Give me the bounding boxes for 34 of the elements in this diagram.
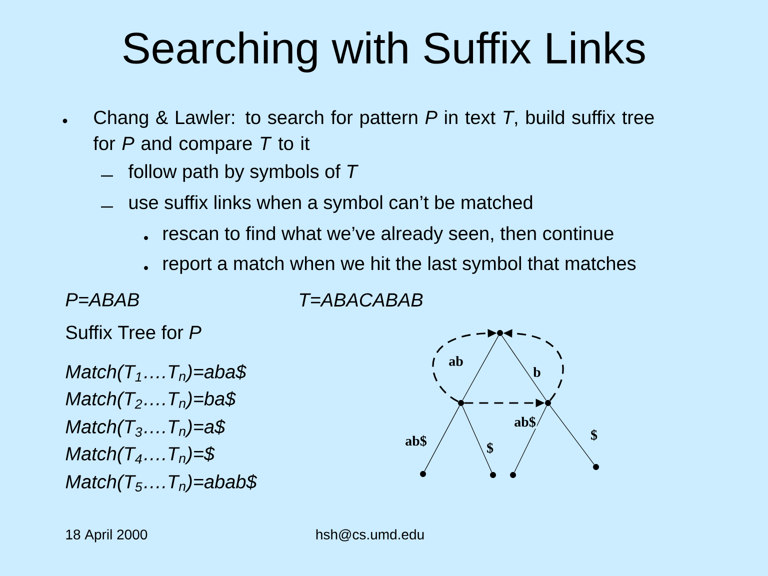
tree-edge — [424, 406, 460, 472]
tree-node — [490, 472, 496, 478]
edge-label: b — [532, 366, 542, 378]
tree-node — [497, 330, 503, 336]
text-label: P=ABAB — [66, 293, 139, 306]
edge-label: ab$ — [513, 415, 537, 429]
text-label: Match(T$_{1}$….T$_{n}$)=aba$ — [66, 364, 247, 382]
text-label: Match(T$_{4}$….T$_{n}$)=$ — [66, 446, 215, 464]
text-label: T=ABACABAB — [300, 293, 423, 307]
tree-node — [510, 472, 516, 478]
edge-label: ab$ — [404, 434, 428, 448]
tree-node — [545, 400, 551, 406]
tree-edge — [502, 335, 546, 401]
tree-edge — [462, 406, 492, 472]
text-label: Suffix Tree for P — [66, 325, 202, 340]
bullet-text: rescan to find what we’ve already seen, then continue — [163, 226, 614, 244]
edge-label: $ — [590, 428, 598, 442]
tree-edge — [462, 336, 499, 400]
tree-node — [593, 464, 599, 470]
footer-text: 18 April 2000 — [66, 529, 148, 542]
tree-node — [458, 400, 464, 406]
text-label: Match(T$_{5}$….T$_{n}$)=abab$ — [66, 474, 258, 492]
tree-node — [420, 471, 426, 477]
edge-label: $ — [486, 441, 494, 455]
text-label: Match(T$_{3}$….T$_{n}$)=a$ — [66, 419, 226, 438]
text-label: Match(T$_{2}$….T$_{n}$)=ba$ — [66, 391, 236, 410]
tree-edge — [550, 405, 594, 465]
bullet-text: report a match when we hit the last symbol that matches — [163, 256, 636, 274]
title: Searching with Suffix Links — [124, 32, 645, 72]
bullet-text: use suffix links when a symbol can’t be matched — [129, 195, 532, 213]
tree-edge — [514, 406, 547, 472]
edge-label: ab — [448, 355, 464, 367]
bullet-text: follow path by symbols of T — [128, 164, 358, 182]
footer-text: hsh@cs.umd.edu — [316, 529, 424, 542]
